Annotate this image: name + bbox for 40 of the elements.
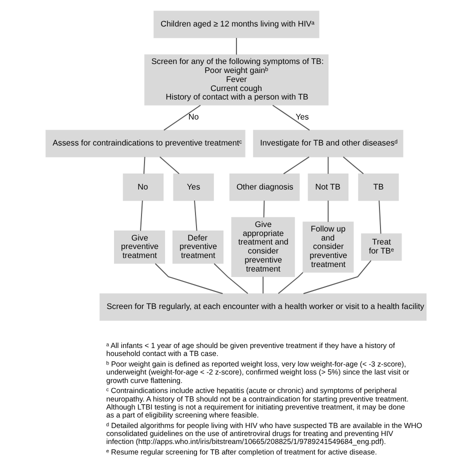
node-box: Not TB [308,174,349,201]
node-box: Screen for TB regularly, at each encounter with a health worker or visit to a health facility [100,293,427,321]
node-box: Investigate for TB and other diseasesᵈ [253,130,404,158]
node-box: Give appropriate treatment and consider preventive treatment [231,217,295,278]
connector [328,200,329,222]
connector [154,263,224,294]
label: ᵈ Detailed algorithms for people living with HIV who have suspected TB are available in the WHO consolidated guidelines on the use of antiretroviral drugs for treating and preventing HIV infection (http://apps.who.int/iris/bitstream/10665/208825/1/9789241549684_eng.pdf). [106,420,422,446]
connector [163,104,201,131]
connector [278,272,304,294]
node-box: Defer preventive treatment [172,230,224,264]
label: ᶜ Contraindications include active hepatitis (acute or chronic) and symptoms of peripheral neuropathy. A history of TB should not be a contraindication for starting preventive treatment. Although LTBI testing is not a requirement for initiating preventive treatment, it may be done as a part of eligibility screening where feasible. [106,386,409,420]
label: ᵉ Resume regular screening for TB after completion of treatment for active disease. [106,448,377,457]
node-box: Screen for any of the following symptoms of TB: Poor weight gainᵇ Fever Current cough History of contact with a person with TB [144,54,329,106]
node-box: Other diagnosis [229,174,300,201]
node-box: Treat for TBᵉ [361,233,402,261]
connector [262,276,264,294]
node-box: No [122,174,164,201]
connector [378,200,382,234]
connector [143,156,146,174]
label: ᵃ All infants < 1 year of age should be given preventive treatment if they have a history of household contact with a TB case. [106,341,395,358]
edge-label: Yes [296,112,309,122]
label: ᵇ Poor weight gain is defined as reported weight loss, very low weight-for-age (< -3 z-score), underweight (weight-for-age < -2 z-score), confirmed weight loss (> 5%) since the last visit or growth curve flattening. [106,360,410,385]
node-box: Children aged ≥ 12 months living with HIVᵃ [154,10,320,38]
node-box: Yes [173,174,214,201]
connector [159,156,180,174]
edge-label: No [188,112,199,122]
connector [283,156,310,174]
connector [263,200,265,218]
connector [140,200,143,232]
node-box: TB [358,174,399,201]
connector [342,156,364,174]
connector [236,38,237,56]
node-box: Follow up and consider preventive treatment [302,222,354,273]
connector [194,200,198,232]
connector [303,260,372,294]
node-box: Give preventive treatment [114,230,166,264]
connector [272,104,310,131]
node-box: Assess for contraindications to preventive treatmentᶜ [46,130,246,158]
connector [328,156,329,174]
connector [214,263,248,294]
